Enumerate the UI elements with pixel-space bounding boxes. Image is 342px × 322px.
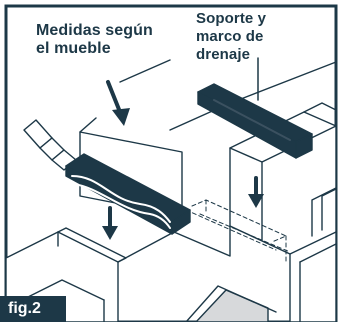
drain-frame-bar [197, 83, 313, 159]
hose-pipe [23, 119, 77, 171]
label-support-line-1: Soporte y [196, 10, 267, 27]
floor-gap [117, 225, 277, 322]
label-support-frame: Soporte y marco de drenaje [196, 10, 316, 64]
figure-tag: fig.2 [0, 296, 66, 322]
label-measures: Medidas según el mueble [36, 22, 186, 58]
dashed-guides [185, 199, 291, 263]
label-measures-line-2: el mueble [36, 40, 111, 57]
arrows [102, 57, 264, 240]
label-support-line-3: drenaje [196, 46, 251, 63]
label-measures-line-1: Medidas según [36, 22, 153, 39]
arrow-down-panel [106, 80, 122, 114]
drain-support-bar [65, 153, 191, 235]
label-support-line-2: marco de [196, 28, 264, 45]
